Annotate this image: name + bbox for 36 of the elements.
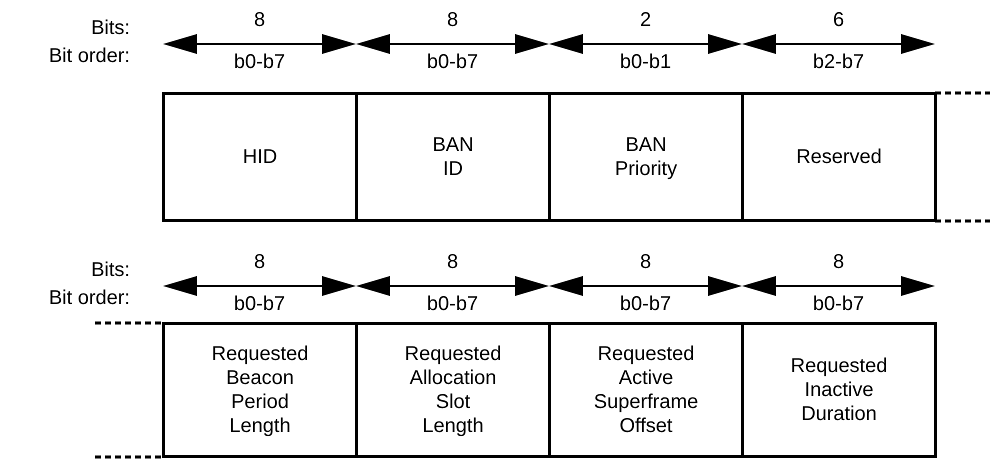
row-label: Bits: xyxy=(90,258,130,282)
field-name: Requested Active Superframe Offset xyxy=(594,342,698,438)
field-name: Requested Allocation Slot Length xyxy=(404,342,502,438)
row-label: Bit order: xyxy=(48,44,130,68)
bit-count: 8 xyxy=(254,8,266,32)
bit-range: b0-b7 xyxy=(426,292,478,316)
bit-count: 2 xyxy=(640,8,652,32)
field-name: Requested Inactive Duration xyxy=(790,354,888,426)
bit-range: b2-b7 xyxy=(812,50,864,74)
bit-range: b0-b7 xyxy=(234,50,286,74)
row-label: Bit order: xyxy=(48,286,130,310)
field-box xyxy=(548,322,744,458)
row-label: Bits: xyxy=(90,16,130,40)
field-box xyxy=(162,92,358,222)
bit-range: b0-b7 xyxy=(234,292,286,316)
field-box xyxy=(355,322,551,458)
bit-range: b0-b7 xyxy=(812,292,864,316)
bit-count: 8 xyxy=(640,250,652,274)
field-name: HID xyxy=(242,145,278,169)
bit-count: 8 xyxy=(446,8,458,32)
bit-count: 6 xyxy=(832,8,844,32)
field-box xyxy=(741,322,937,458)
field-name: Reserved xyxy=(796,145,882,169)
field-box xyxy=(162,322,358,458)
field-box xyxy=(741,92,937,222)
field-box xyxy=(355,92,551,222)
field-name: Requested Beacon Period Length xyxy=(212,342,308,438)
field-name: BAN ID xyxy=(432,133,474,181)
field-box xyxy=(548,92,744,222)
bit-range: b0-b7 xyxy=(426,50,478,74)
field-name: BAN Priority xyxy=(614,133,678,181)
bit-range: b0-b7 xyxy=(620,292,672,316)
bit-count: 8 xyxy=(254,250,266,274)
bit-count: 8 xyxy=(446,250,458,274)
bit-range: b0-b1 xyxy=(620,50,672,74)
bit-count: 8 xyxy=(832,250,844,274)
